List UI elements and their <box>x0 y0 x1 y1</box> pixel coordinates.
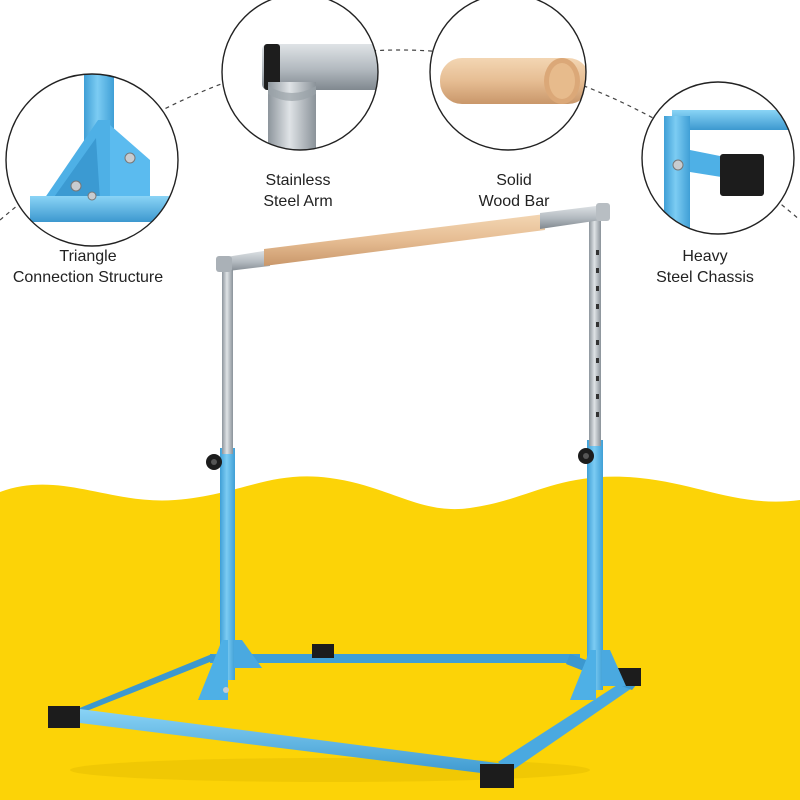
label-line: Wood Bar <box>478 193 550 210</box>
label-heavy-steel-chassis: Heavy Steel Chassis <box>630 246 780 288</box>
label-line: Heavy <box>682 248 728 265</box>
wood-bar-closeup-icon <box>429 0 587 151</box>
label-line: Steel Chassis <box>656 269 754 286</box>
steel-arm-closeup-icon <box>221 0 379 151</box>
triangle-bracket-closeup-icon <box>5 73 179 247</box>
label-line: Triangle <box>59 248 117 265</box>
chassis-endcap-closeup-icon <box>641 81 795 235</box>
label-solid-wood-bar: Solid Wood Bar <box>452 170 576 212</box>
label-line: Connection Structure <box>12 269 164 286</box>
label-line: Stainless <box>265 172 331 189</box>
label-stainless-steel-arm: Stainless Steel Arm <box>236 170 360 212</box>
label-triangle-connection-structure: Triangle Connection Structure <box>0 246 176 288</box>
label-line: Steel Arm <box>263 193 333 210</box>
label-line: Solid <box>496 172 532 189</box>
horizontal-bar-product <box>48 203 641 788</box>
